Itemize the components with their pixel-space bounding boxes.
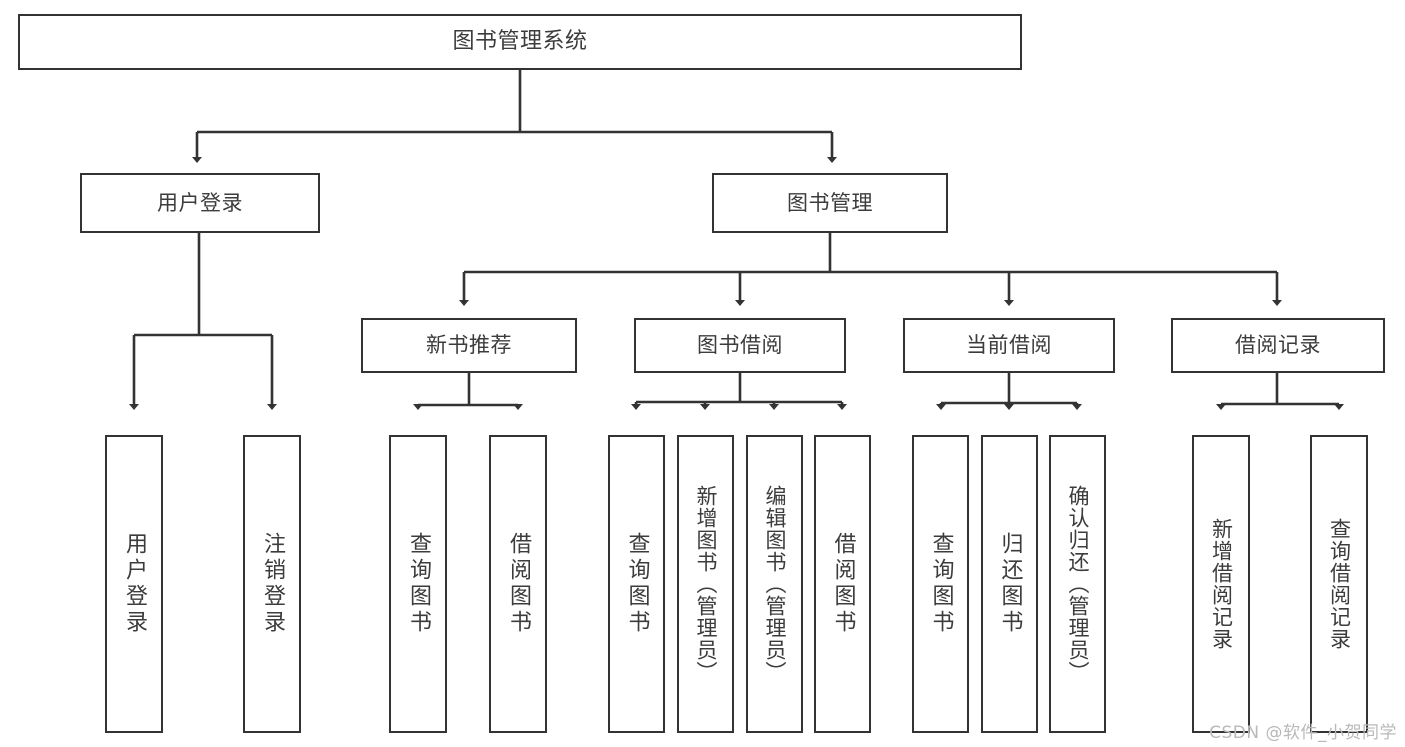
node-current-borrow[interactable]: 当前借阅: [903, 318, 1115, 373]
node-book-borrow[interactable]: 图书借阅: [634, 318, 846, 373]
node-label: 借阅图书: [506, 532, 531, 636]
node-label: 图书管理: [787, 190, 873, 215]
leaf-user-logout[interactable]: 注销登录: [243, 435, 301, 733]
node-book-management[interactable]: 图书管理: [712, 173, 948, 233]
leaf-borrow-book-recommend[interactable]: 借阅图书: [489, 435, 547, 733]
leaf-query-book-current[interactable]: 查询图书: [912, 435, 969, 733]
node-label: 查询图书: [406, 532, 431, 636]
node-label: 图书借阅: [697, 333, 783, 358]
node-label: 借阅图书: [830, 532, 856, 636]
node-label: 图书管理系统: [452, 29, 588, 55]
leaf-query-book-borrow[interactable]: 查询图书: [608, 435, 665, 733]
node-new-book-recommend[interactable]: 新书推荐: [361, 318, 577, 373]
leaf-confirm-return-admin[interactable]: 确认归还（管理员）: [1049, 435, 1106, 733]
node-borrow-record[interactable]: 借阅记录: [1171, 318, 1385, 373]
node-label: 归还图书: [997, 532, 1023, 636]
leaf-add-borrow-record[interactable]: 新增借阅记录: [1192, 435, 1250, 733]
leaf-borrow-book[interactable]: 借阅图书: [814, 435, 871, 733]
leaf-user-login[interactable]: 用户登录: [105, 435, 163, 733]
node-label: 借阅记录: [1235, 333, 1321, 358]
node-label: 查询借阅记录: [1327, 518, 1352, 650]
node-label: 用户登录: [157, 190, 243, 215]
node-label: 查询图书: [928, 532, 954, 636]
node-user-login[interactable]: 用户登录: [80, 173, 320, 233]
leaf-add-book-admin[interactable]: 新增图书（管理员）: [677, 435, 734, 733]
node-label: 确认归还（管理员）: [1066, 485, 1090, 683]
node-label: 查询图书: [624, 532, 650, 636]
leaf-edit-book-admin[interactable]: 编辑图书（管理员）: [746, 435, 803, 733]
node-label: 当前借阅: [966, 333, 1052, 358]
node-root-system[interactable]: 图书管理系统: [18, 14, 1022, 70]
node-label: 新增图书（管理员）: [694, 485, 718, 683]
node-label: 编辑图书（管理员）: [763, 485, 787, 683]
leaf-query-book-recommend[interactable]: 查询图书: [389, 435, 447, 733]
leaf-query-borrow-record[interactable]: 查询借阅记录: [1310, 435, 1368, 733]
node-label: 用户登录: [122, 532, 147, 636]
node-label: 新书推荐: [426, 333, 512, 358]
node-label: 注销登录: [260, 532, 285, 636]
leaf-return-book[interactable]: 归还图书: [981, 435, 1038, 733]
watermark-text: CSDN @软件_小贺同学: [1209, 723, 1397, 743]
node-label: 新增借阅记录: [1209, 518, 1234, 650]
